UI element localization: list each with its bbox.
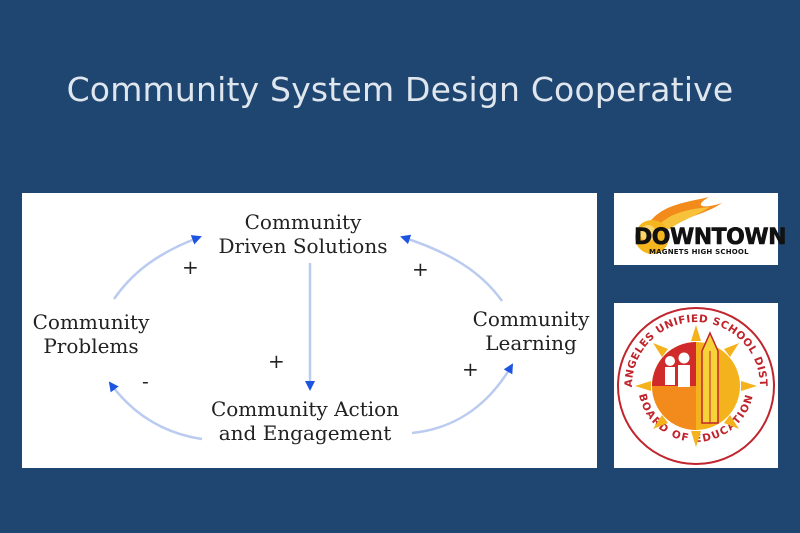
downtown-magnets-logo: DOWNTOWN MAGNETS HIGH SCHOOL	[614, 193, 787, 265]
flame-ball-icon	[635, 197, 722, 254]
downtown-wordmark: DOWNTOWN	[634, 225, 787, 251]
node-label-line: Community	[472, 307, 590, 331]
lausd-seal-icon: LOS ANGELES UNIFIED SCHOOL DISTRICT BOAR…	[614, 303, 775, 465]
diagram-arrows	[108, 234, 514, 441]
sign-problems-to-solutions: +	[182, 255, 199, 279]
lausd-seal-logo: LOS ANGELES UNIFIED SCHOOL DISTRICT BOAR…	[614, 303, 778, 468]
causal-loop-diagram: Community Driven Solutions Community Pro…	[22, 193, 597, 468]
arrow-problems-to-solutions	[112, 235, 202, 300]
node-label-line: Community	[32, 310, 150, 334]
node-community-learning: Community Learning	[468, 307, 594, 355]
node-community-problems: Community Problems	[26, 310, 156, 358]
sign-action-to-problems: -	[142, 369, 149, 393]
node-community-action: Community Action and Engagement	[200, 397, 410, 445]
sign-learning-to-solutions: +	[412, 257, 429, 281]
page-title: Community System Design Cooperative	[66, 70, 734, 109]
arrow-action-to-problems	[108, 381, 203, 441]
node-label-line: Learning	[485, 331, 577, 355]
node-label-line: Problems	[43, 334, 139, 358]
sign-action-to-learning: +	[462, 357, 479, 381]
node-label-line: and Engagement	[218, 421, 392, 445]
arrow-learning-to-solutions	[400, 234, 504, 302]
sign-solutions-to-action: +	[268, 349, 285, 373]
downtown-subtitle: MAGNETS HIGH SCHOOL	[649, 248, 749, 256]
node-label-line: Community Action	[210, 397, 400, 421]
node-label-line: Driven Solutions	[218, 234, 388, 258]
node-label-line: Community	[244, 210, 362, 234]
node-community-driven-solutions: Community Driven Solutions	[208, 210, 398, 258]
arrow-action-to-learning	[411, 363, 514, 435]
